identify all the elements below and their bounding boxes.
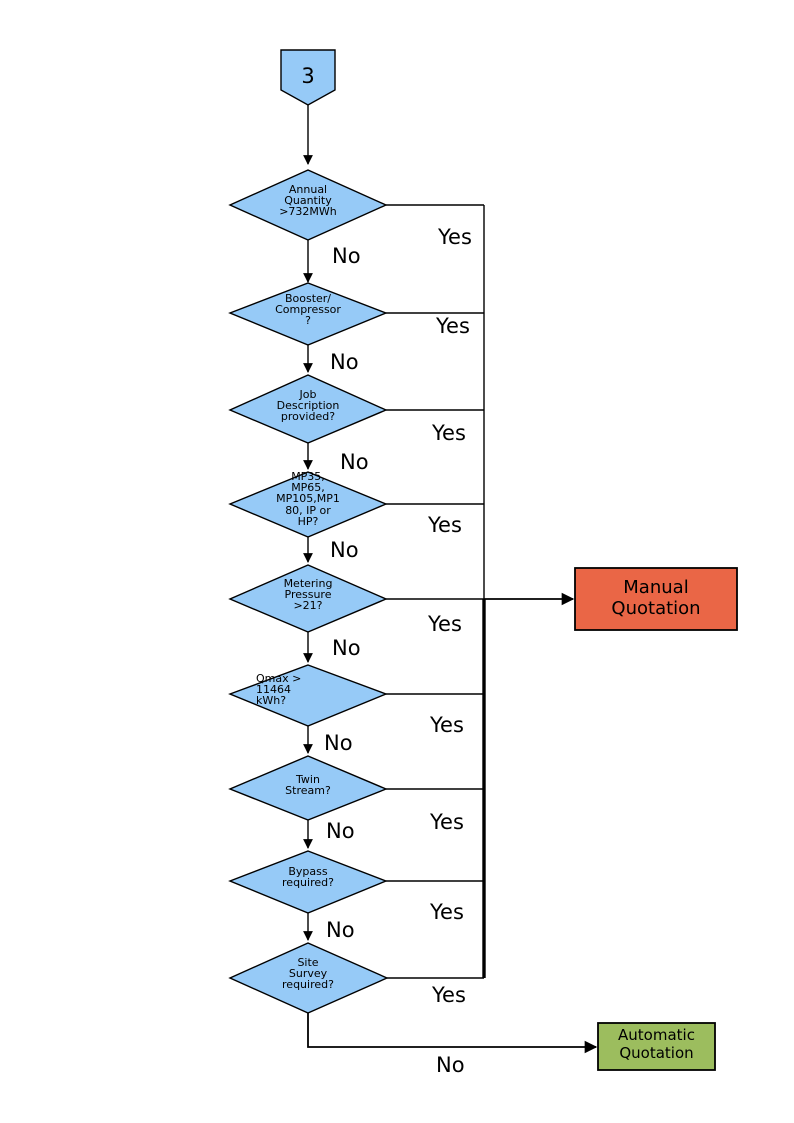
edge-site-survey-no-to-automatic-quotation — [307, 1013, 598, 1054]
decision-annual-quantity — [228, 169, 388, 241]
terminator-manual-quotation — [574, 567, 738, 631]
decision-qmax — [228, 664, 388, 727]
terminator-automatic-quotation — [597, 1022, 716, 1071]
start-connector-3 — [280, 49, 336, 106]
decision-site-survey — [228, 942, 389, 1014]
decision-booster — [228, 282, 388, 346]
decision-mp-type — [228, 471, 388, 538]
decision-metering-pressure — [228, 564, 388, 633]
decision-twin-stream — [228, 755, 388, 821]
decision-job-description — [228, 374, 388, 444]
decision-bypass — [228, 850, 388, 914]
